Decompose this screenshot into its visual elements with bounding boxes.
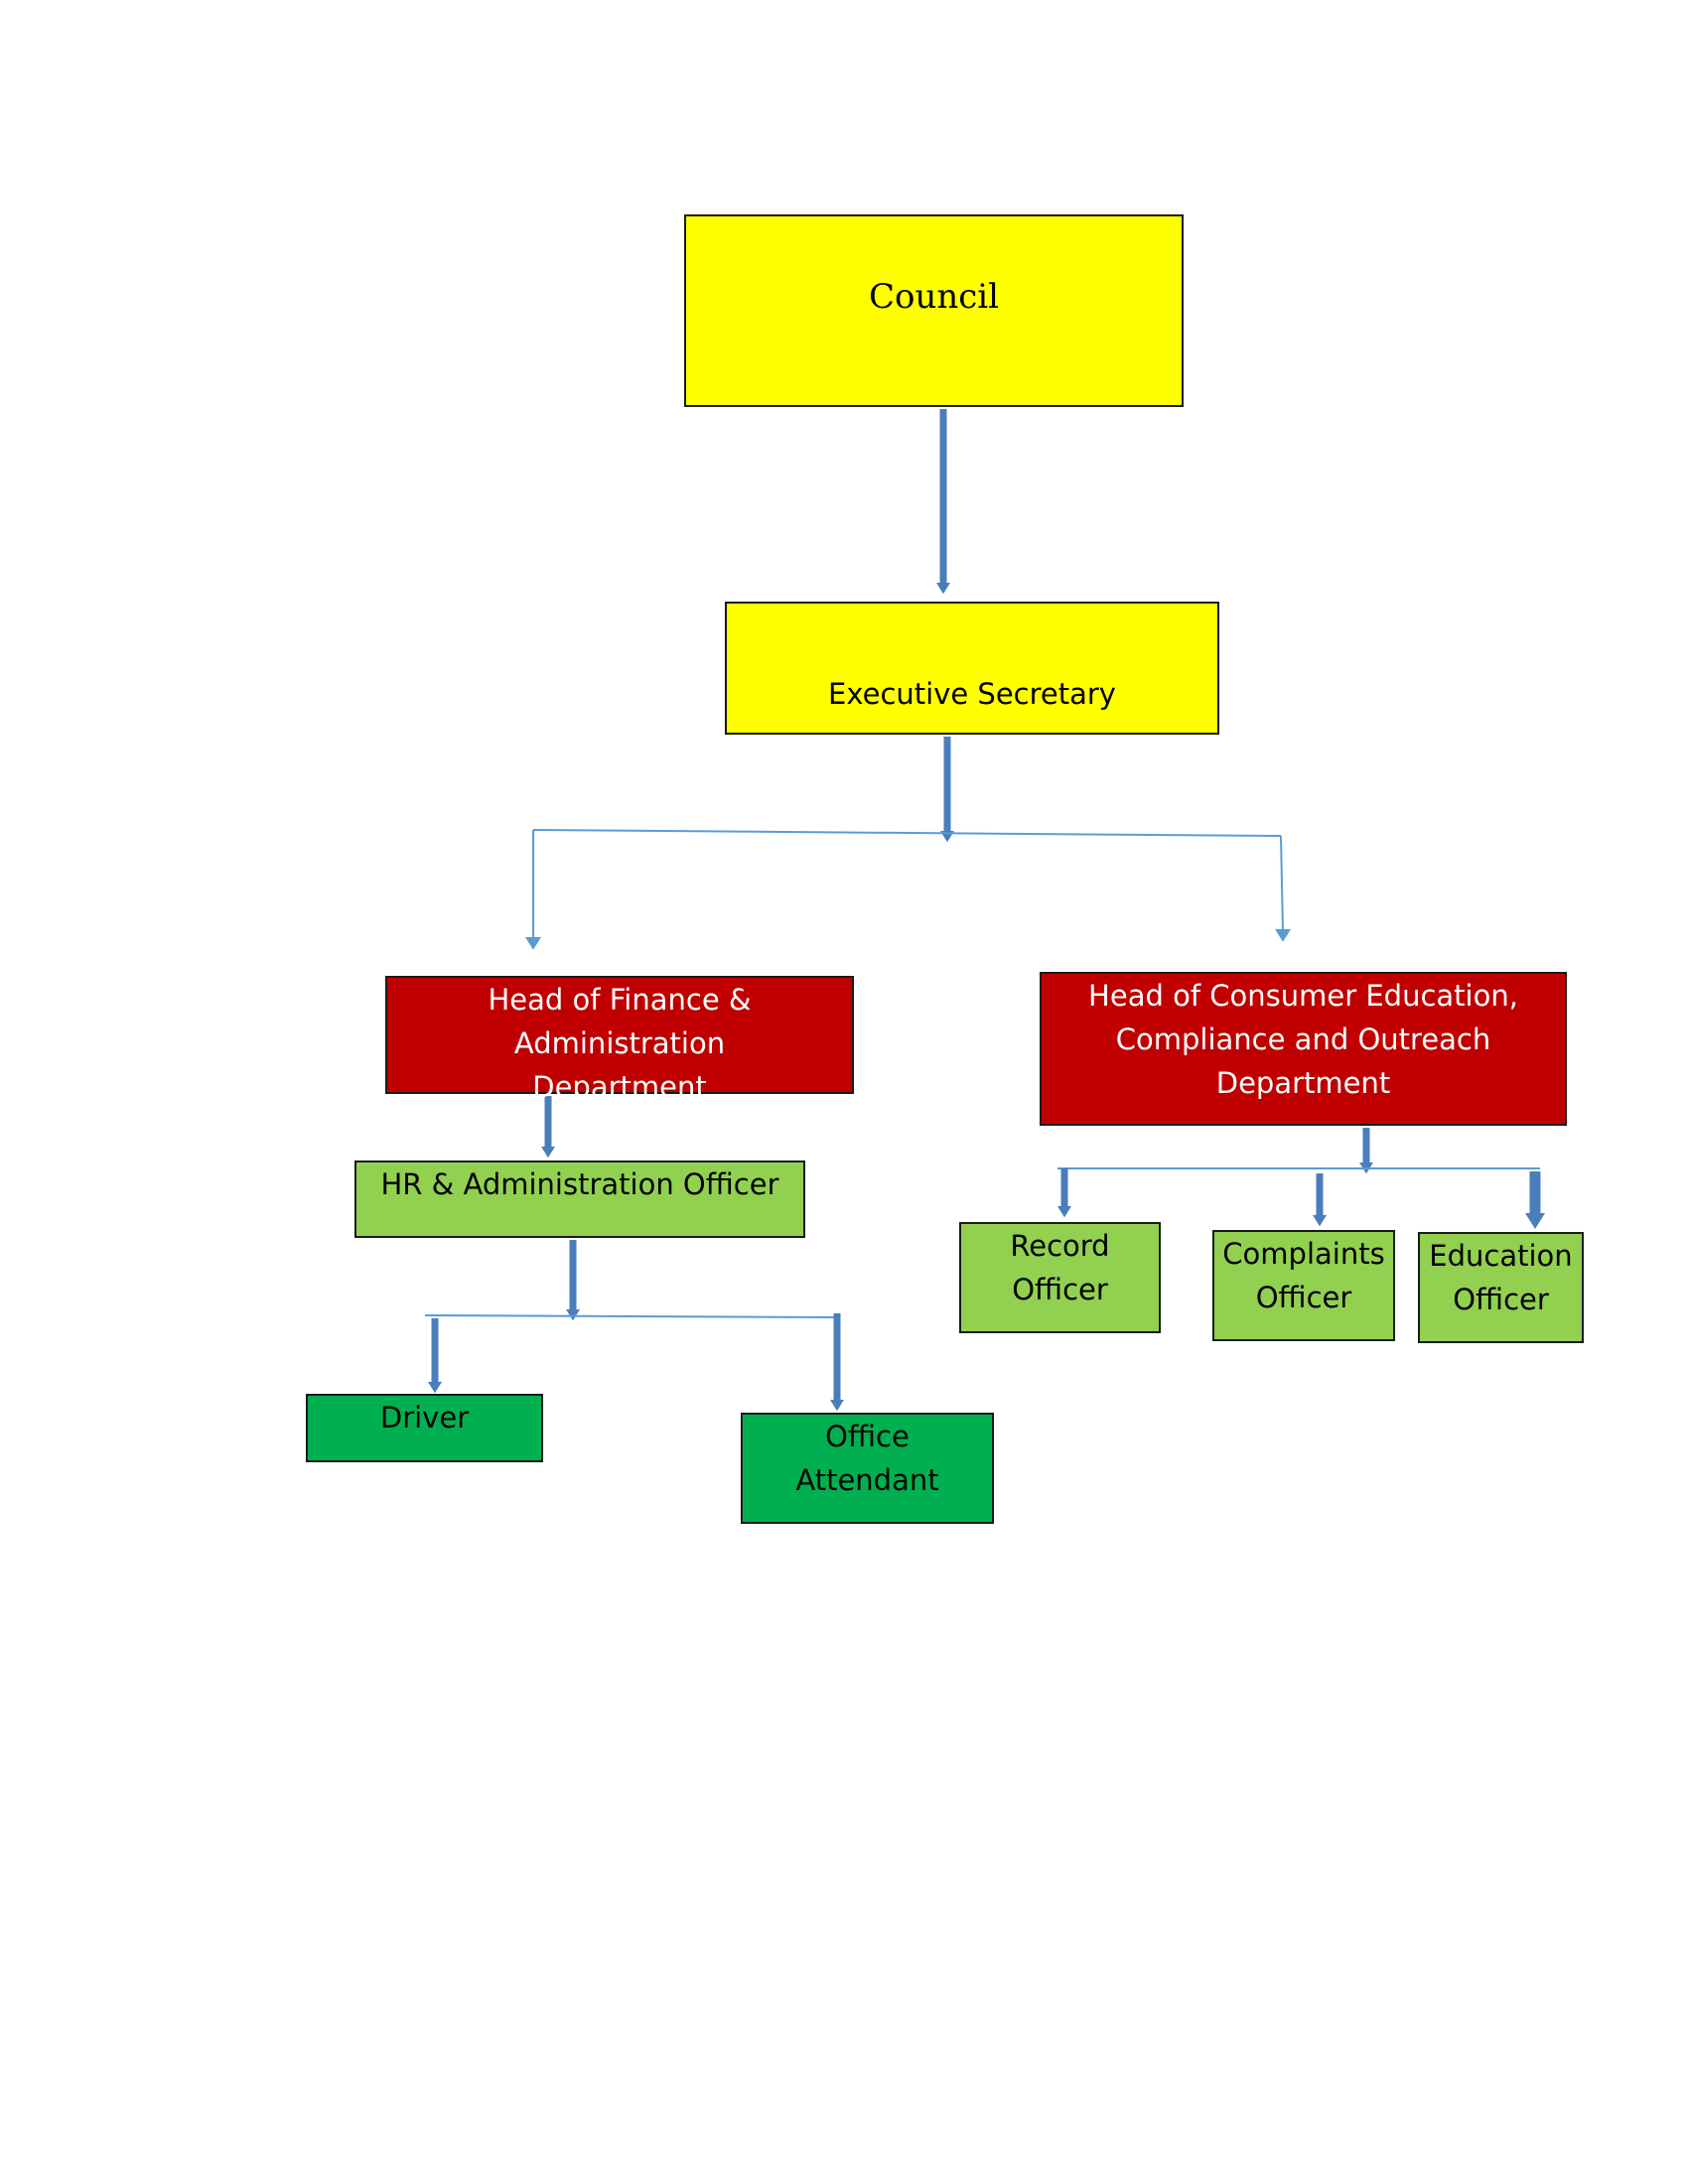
hr-officer-label: HR & Administration Officer (380, 1167, 779, 1201)
hr-branch-line (424, 1314, 837, 1318)
head-consumer-label: Head of Consumer Education, Compliance a… (1088, 979, 1518, 1100)
head-finance-box: Head of Finance & Administration Departm… (385, 976, 854, 1104)
arrow-finance-to-hr-head (541, 1147, 555, 1159)
education-officer-label: Education Officer (1429, 1239, 1573, 1316)
arrow-to-record-officer-head (1057, 1206, 1071, 1218)
head-finance-label: Head of Finance & Administration Departm… (488, 983, 752, 1104)
driver-label: Driver (379, 1401, 470, 1434)
record-officer-label: Record Officer (1010, 1229, 1110, 1306)
hr-officer-box: HR & Administration Officer (354, 1160, 805, 1238)
arrow-to-education-officer-head (1525, 1213, 1545, 1229)
council-label: Council (868, 277, 1000, 317)
arrow-hr-to-junction-head (566, 1309, 580, 1321)
record-officer-box: Record Officer (959, 1222, 1161, 1333)
branch-drop-consumer (1280, 835, 1284, 934)
council-box: Council (684, 214, 1184, 407)
arrow-to-office-attendant-head (830, 1400, 844, 1412)
complaints-officer-box: Complaints Officer (1212, 1230, 1395, 1341)
branch-head-finance (525, 937, 541, 950)
head-consumer-box: Head of Consumer Education, Compliance a… (1040, 972, 1567, 1126)
executive-secretary-box: Executive Secretary (725, 602, 1219, 735)
arrow-council-to-executive-head (936, 583, 950, 595)
complaints-officer-label: Complaints Officer (1222, 1237, 1385, 1314)
office-attendant-label: Office Attendant (795, 1420, 939, 1497)
education-officer-box: Education Officer (1418, 1232, 1584, 1343)
branch-head-consumer (1275, 929, 1291, 942)
branch-line-top (532, 829, 1282, 837)
driver-box: Driver (306, 1394, 543, 1462)
executive-secretary-label: Executive Secretary (828, 677, 1116, 711)
office-attendant-box: Office Attendant (741, 1413, 994, 1524)
arrow-to-driver-head (428, 1382, 442, 1394)
arrow-to-complaints-officer-head (1313, 1215, 1327, 1227)
